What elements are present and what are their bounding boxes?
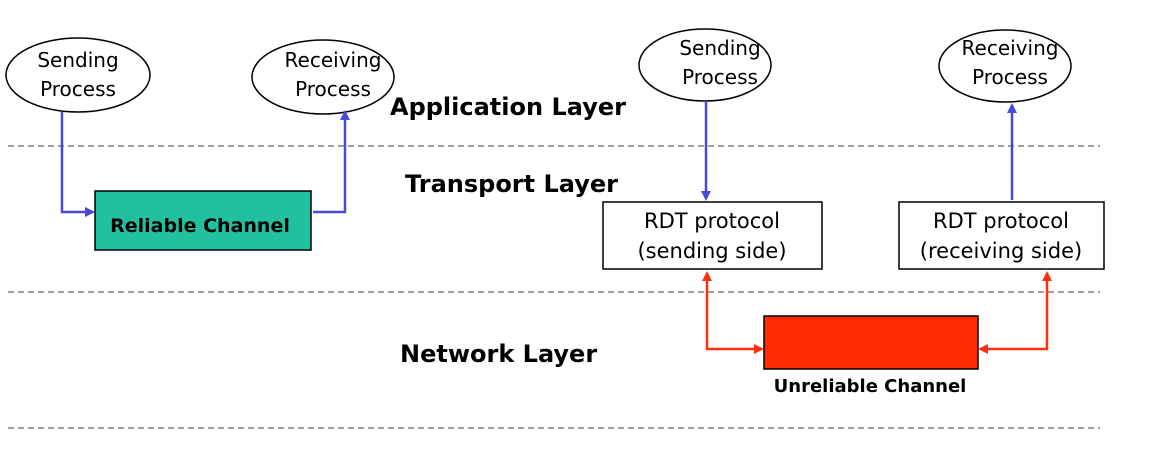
reliable-channel-box — [94, 190, 312, 251]
rdt-sending-side-box — [602, 201, 823, 270]
rdt-receiving-line2: (receiving side) — [920, 239, 1082, 263]
left-receiving-line2: Process — [295, 77, 371, 101]
rdt-receiving-side-box — [898, 201, 1105, 270]
unreliable-channel-box — [763, 315, 979, 370]
left-receiving-line1: Receiving — [285, 48, 382, 72]
rdt-sending-line2: (sending side) — [637, 239, 786, 263]
left-receive-arrow — [313, 110, 350, 214]
right-receiving-process-ellipse — [938, 29, 1072, 103]
right-receiving-line2: Process — [972, 65, 1048, 89]
transport-layer-label: Transport Layer — [405, 170, 618, 198]
left-send-arrow — [60, 112, 95, 217]
left-sending-line1: Sending — [37, 48, 118, 72]
right-receiving-line1: Receiving — [962, 36, 1059, 60]
rdt-receiving-line1: RDT protocol — [933, 209, 1069, 233]
left-receiving-process-ellipse — [251, 39, 395, 115]
unreliable-channel-label: Unreliable Channel — [774, 376, 967, 397]
left-sending-process-ellipse — [5, 37, 151, 113]
right-sending-line2: Process — [682, 65, 758, 89]
receive-side-network-arrow — [978, 271, 1052, 354]
application-layer-label: Application Layer — [390, 93, 626, 121]
reliable-channel-label: Reliable Channel — [110, 215, 290, 237]
network-layer-label: Network Layer — [400, 340, 597, 368]
left-sending-line2: Process — [40, 77, 116, 101]
right-sending-line1: Sending — [679, 36, 760, 60]
send-side-network-arrow — [702, 271, 764, 354]
rdt-sending-line1: RDT protocol — [644, 209, 780, 233]
